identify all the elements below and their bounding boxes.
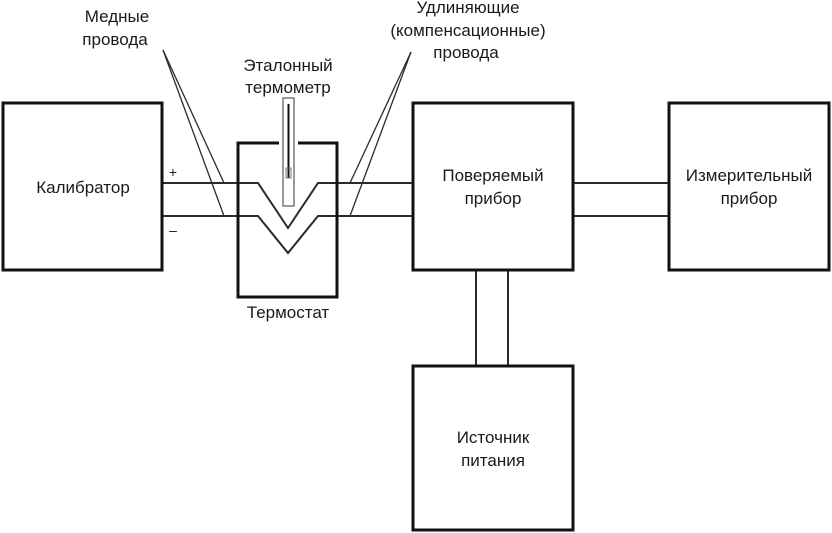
thermometer-bulb: [285, 167, 292, 179]
extension-wires-label-line1: Удлиняющие: [416, 0, 519, 17]
extension-wires-annotation: Удлиняющие (компенсационные) провода: [390, 0, 545, 62]
cold-junction-inner-v: [238, 182, 337, 230]
thermocouple-wires: [162, 182, 413, 255]
copper-leader-plus: [162, 49, 225, 184]
thermostat-block: Термостат: [236, 141, 339, 322]
device-under-test-label-line1: Поверяемый: [442, 166, 543, 185]
device-under-test-label-line2: прибор: [465, 189, 522, 208]
calibrator-block: Калибратор: [1, 101, 164, 272]
copper-wires-leaders: [162, 49, 225, 217]
reference-thermometer-label-line2: термометр: [245, 78, 330, 97]
power-supply-box: [411, 364, 575, 532]
extension-wires-label-line2: (компенсационные): [390, 21, 545, 40]
calibrator-label: Калибратор: [36, 178, 130, 197]
thermostat-label: Термостат: [247, 303, 330, 322]
device-under-test-box: [411, 101, 575, 272]
extension-leader-plus: [349, 51, 412, 184]
device-under-test-block: Поверяемый прибор: [411, 101, 575, 272]
power-supply-block: Источник питания: [411, 364, 575, 532]
reference-thermometer: [282, 97, 295, 207]
measuring-device-box: [667, 101, 831, 272]
measuring-device-block: Измерительный прибор: [667, 101, 831, 272]
reference-thermometer-label-line1: Эталонный: [243, 56, 332, 75]
power-supply-label-line1: Источник: [457, 428, 530, 447]
power-supply-label-line2: питания: [461, 451, 525, 470]
measuring-device-label-line2: прибор: [721, 189, 778, 208]
copper-wires-annotation: Медные провода: [82, 7, 149, 49]
calibrator-box: [1, 101, 164, 272]
thermostat-box: [236, 141, 339, 299]
reference-thermometer-annotation: Эталонный термометр: [243, 56, 332, 97]
signal-wires: [573, 182, 669, 217]
cold-junction-outer-v: [238, 215, 337, 255]
extension-wires-label-line3: провода: [433, 43, 499, 62]
extension-wires-leaders: [349, 51, 412, 217]
polarity-minus: –: [169, 222, 177, 238]
copper-wires-label-line1: Медные: [85, 7, 149, 26]
measuring-device-label-line1: Измерительный: [686, 166, 812, 185]
polarity-plus: +: [169, 164, 177, 180]
copper-wires-label-line2: провода: [82, 30, 148, 49]
power-wires: [475, 270, 509, 366]
copper-leader-minus: [162, 49, 225, 217]
extension-leader-minus: [349, 51, 412, 217]
